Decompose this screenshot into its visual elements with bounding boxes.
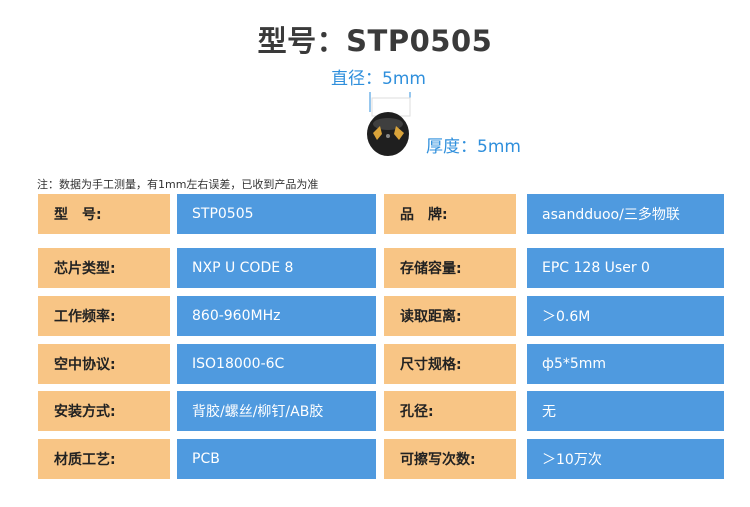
spec-value: ф5*5mm: [527, 344, 724, 384]
antenna-pad-left: [373, 126, 382, 140]
spec-label: 存储容量:: [384, 248, 516, 288]
spec-value: ＞10万次: [527, 439, 724, 479]
spec-value: STP0505: [177, 194, 376, 234]
spec-value: NXP U CODE 8: [177, 248, 376, 288]
spec-label: 读取距离:: [384, 296, 516, 336]
spec-value: 无: [527, 391, 724, 431]
thickness-label: 厚度：5mm: [426, 137, 521, 157]
spec-value: asandduoo/三多物联: [527, 194, 724, 234]
spec-label: 品 牌:: [384, 194, 516, 234]
antenna-pad-right: [394, 126, 404, 140]
spec-value: 860-960MHz: [177, 296, 376, 336]
spec-label: 可擦写次数:: [384, 439, 516, 479]
spec-value: ISO18000-6C: [177, 344, 376, 384]
spec-value: 背胶/螺丝/柳钉/AB胶: [177, 391, 376, 431]
chip-dot: [386, 134, 390, 138]
spec-value: ＞0.6M: [527, 296, 724, 336]
tag-top: [371, 97, 411, 117]
rfid-tag-image: [367, 92, 411, 156]
measurement-note: 注：数据为手工测量，有1mm左右误差，已收到产品为准: [37, 178, 319, 191]
tag-highlight: [373, 118, 403, 130]
spec-label: 型 号:: [38, 194, 170, 234]
spec-label: 孔径:: [384, 391, 516, 431]
spec-value: EPC 128 User 0: [527, 248, 724, 288]
page-title: 型号：STP0505: [257, 24, 493, 58]
spec-label: 安装方式:: [38, 391, 170, 431]
diameter-label: 直径：5mm: [331, 69, 426, 89]
spec-value: PCB: [177, 439, 376, 479]
spec-label: 芯片类型:: [38, 248, 170, 288]
spec-label: 尺寸规格:: [384, 344, 516, 384]
spec-label: 材质工艺:: [38, 439, 170, 479]
spec-table: 型 号: STP0505 品 牌: asandduoo/三多物联 芯片类型: N…: [38, 194, 724, 484]
spec-label: 空中协议:: [38, 344, 170, 384]
spec-label: 工作频率:: [38, 296, 170, 336]
